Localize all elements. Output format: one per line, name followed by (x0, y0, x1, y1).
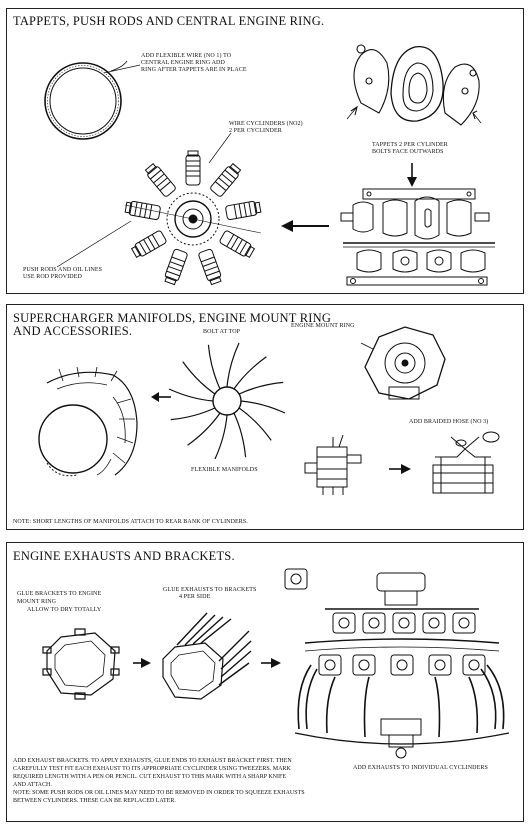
glue-exhausts-label-1: GLUE EXHAUSTS TO BRACKETS (163, 587, 257, 593)
engine-mount-ring-label: ENGINE MOUNT RING (291, 323, 355, 329)
panel-title-line-1: SUPERCHARGER MANIFOLDS, ENGINE MOUNT RIN… (13, 311, 332, 325)
manifold-note: NOTE: SHORT LENGTHS OF MANIFOLDS ATTACH … (13, 519, 248, 525)
leader-line (102, 63, 142, 75)
glue-exhausts-label-2: 4 PER SIDE (179, 594, 211, 600)
flex-wire-label-2: CENTRAL ENGINE RING ADD (141, 60, 225, 66)
push-rods-label-2: USE ROD PROVIDED (23, 274, 82, 280)
tappet-closeup-diagram (341, 33, 491, 143)
central-engine-ring-diagram (41, 57, 131, 147)
panel-title: ENGINE EXHAUSTS AND BRACKETS. (13, 549, 235, 563)
engine-mount-ring-diagram (359, 323, 451, 403)
panel-title-line-2: AND ACCESSORIES. (13, 324, 133, 338)
panel-supercharger-manifolds: SUPERCHARGER MANIFOLDS, ENGINE MOUNT RIN… (6, 304, 524, 530)
arrow-right-icon (259, 658, 281, 668)
glue-brackets-label-2: MOUNT RING (17, 599, 57, 605)
panel-tappets-push-rods: TAPPETS, PUSH RODS AND CENTRAL ENGINE RI… (6, 8, 524, 294)
arrow-left-icon (151, 392, 173, 402)
engine-with-exhausts-diagram (285, 569, 519, 765)
instructions-line-1: ADD EXHAUST BRACKETS. TO APPLY EXHAUSTS,… (13, 758, 292, 764)
tappets-label-1: TAPPETS 2 PER CYLINDER (372, 142, 448, 148)
wire-cylinders-label-2: 2 PER CYCLINDER (229, 128, 282, 134)
supercharger-assembly-diagram (27, 363, 145, 485)
accessory-gearbox-diagram (303, 433, 365, 497)
wire-cylinders-label-1: WIRE CYCLINDERS (No2) (229, 121, 303, 127)
bracket-ring-diagram (39, 627, 123, 701)
tappet-row-diagram (339, 185, 499, 293)
bolt-at-top-label: BOLT AT TOP (203, 329, 241, 335)
push-rods-label-1: PUSH RODS AND OIL LINES (23, 267, 103, 273)
arrow-down-icon (407, 161, 417, 187)
instructions-line-5: NOTE: SOME PUSH RODS OR OIL LINES MAY NE… (13, 790, 305, 796)
instructions-line-6: BETWEEN CYLINDERS. THESE CAN BE REPLACED… (13, 798, 176, 804)
leader-line (205, 129, 235, 167)
flexible-manifolds-label: FLEXIBLE MANIFOLDS (191, 467, 258, 473)
braided-hose-label: ADD BRAIDED HOSE (No 3) (409, 419, 489, 425)
flex-wire-label-1: ADD FLEXIBLE WIRE (No 1) TO (141, 53, 232, 59)
panel-exhausts-brackets: ENGINE EXHAUSTS AND BRACKETS. GLUE BRACK… (6, 542, 524, 822)
arrow-right-icon (131, 658, 151, 668)
tappets-label-2: BOLTS FACE OUTWARDS (372, 149, 444, 155)
braided-hose-diagram (421, 429, 507, 497)
arrow-right-icon (387, 464, 411, 474)
instructions-line-2: CAREFULLY TEST FIT EACH EXHAUST TO ITS A… (13, 766, 291, 772)
instructions-line-3: REQUIRED LENGTH WITH A PEN OR PENCIL. CU… (13, 774, 287, 780)
instructions-line-4: AND ATTACH. (13, 782, 52, 788)
add-exhausts-label: ADD EXHAUSTS TO INDIVIDUAL CYCLINDERS (353, 765, 488, 771)
flexible-manifolds-diagram (168, 335, 286, 460)
radial-engine-diagram (124, 149, 262, 286)
glue-brackets-label-3: ALLOW TO DRY TOTALLY (27, 607, 102, 613)
leader-line (55, 217, 135, 269)
arrow-left-icon (281, 220, 331, 232)
panel-title: TAPPETS, PUSH RODS AND CENTRAL ENGINE RI… (13, 14, 325, 28)
glue-brackets-label-1: GLUE BRACKETS TO ENGINE (17, 591, 102, 597)
flex-wire-label-3: RING AFTER TAPPETS ARE IN PLACE (141, 67, 247, 73)
exhaust-bracket-diagram (157, 605, 253, 701)
